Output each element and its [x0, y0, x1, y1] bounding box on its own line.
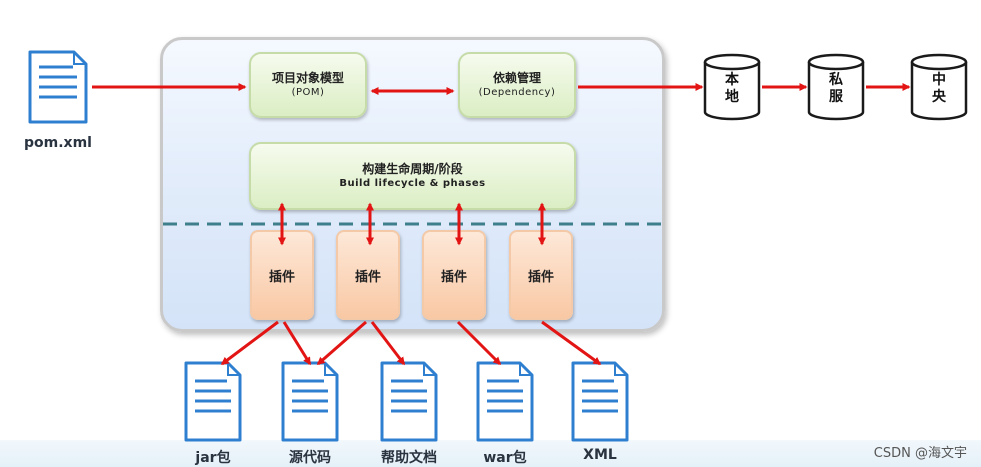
- xml-file-icon: [571, 361, 629, 442]
- help-doc-icon: [380, 361, 438, 442]
- private-repo-label-line1: 私: [829, 72, 843, 88]
- dependency-box-subtitle: (Dependency): [478, 87, 556, 98]
- local-repo-icon: [703, 53, 761, 121]
- arrow-plugin1-to-jar: [220, 320, 279, 366]
- dependency-box: 依赖管理 (Dependency): [458, 52, 576, 118]
- source-file-icon: [281, 361, 339, 442]
- bottom-band: [0, 440, 981, 467]
- private-repo-label: 私 服: [809, 72, 863, 106]
- output-label-war: war包: [483, 450, 527, 466]
- central-repo-icon: [910, 53, 968, 121]
- pom-box: 项目对象模型 (POM): [249, 52, 367, 118]
- lifecycle-box-title: 构建生命周期/阶段: [362, 162, 463, 176]
- private-repo-icon: [807, 53, 865, 121]
- pom-xml-label: pom.xml: [24, 135, 92, 151]
- local-repo-label-line1: 本: [725, 72, 739, 88]
- pom-box-title: 项目对象模型: [271, 71, 344, 85]
- output-label-jar: jar包: [195, 450, 231, 466]
- arrow-plugin1-to-source: [282, 321, 312, 366]
- local-repo-label: 本 地: [705, 72, 759, 106]
- central-repo-label-line1: 中: [932, 72, 946, 88]
- jar-file-icon: [184, 361, 242, 442]
- dependency-box-title: 依赖管理: [492, 71, 541, 85]
- lifecycle-box-subtitle: Build lifecycle & phases: [339, 178, 486, 189]
- local-repo-label-line2: 地: [725, 89, 739, 105]
- arrow-plugin2-to-source: [316, 320, 367, 366]
- output-label-helpdoc: 帮助文档: [381, 450, 437, 466]
- arrow-plugin2-to-helpdoc: [370, 321, 406, 366]
- central-repo-label-line2: 央: [932, 89, 946, 105]
- private-repo-label-line2: 服: [829, 89, 843, 105]
- lifecycle-box: 构建生命周期/阶段 Build lifecycle & phases: [249, 142, 576, 210]
- plugin-box: 插件: [422, 230, 486, 320]
- pom-file-icon: [28, 50, 88, 124]
- central-repo-label: 中 央: [912, 72, 966, 106]
- war-file-icon: [476, 361, 534, 442]
- pom-box-subtitle: (POM): [291, 87, 325, 98]
- arrow-plugin4-to-xml: [541, 320, 602, 366]
- csdn-watermark: CSDN @海文宇: [873, 446, 967, 461]
- arrow-plugin3-to-war: [456, 320, 502, 366]
- output-label-xml: XML: [583, 447, 617, 463]
- output-label-source: 源代码: [289, 450, 331, 466]
